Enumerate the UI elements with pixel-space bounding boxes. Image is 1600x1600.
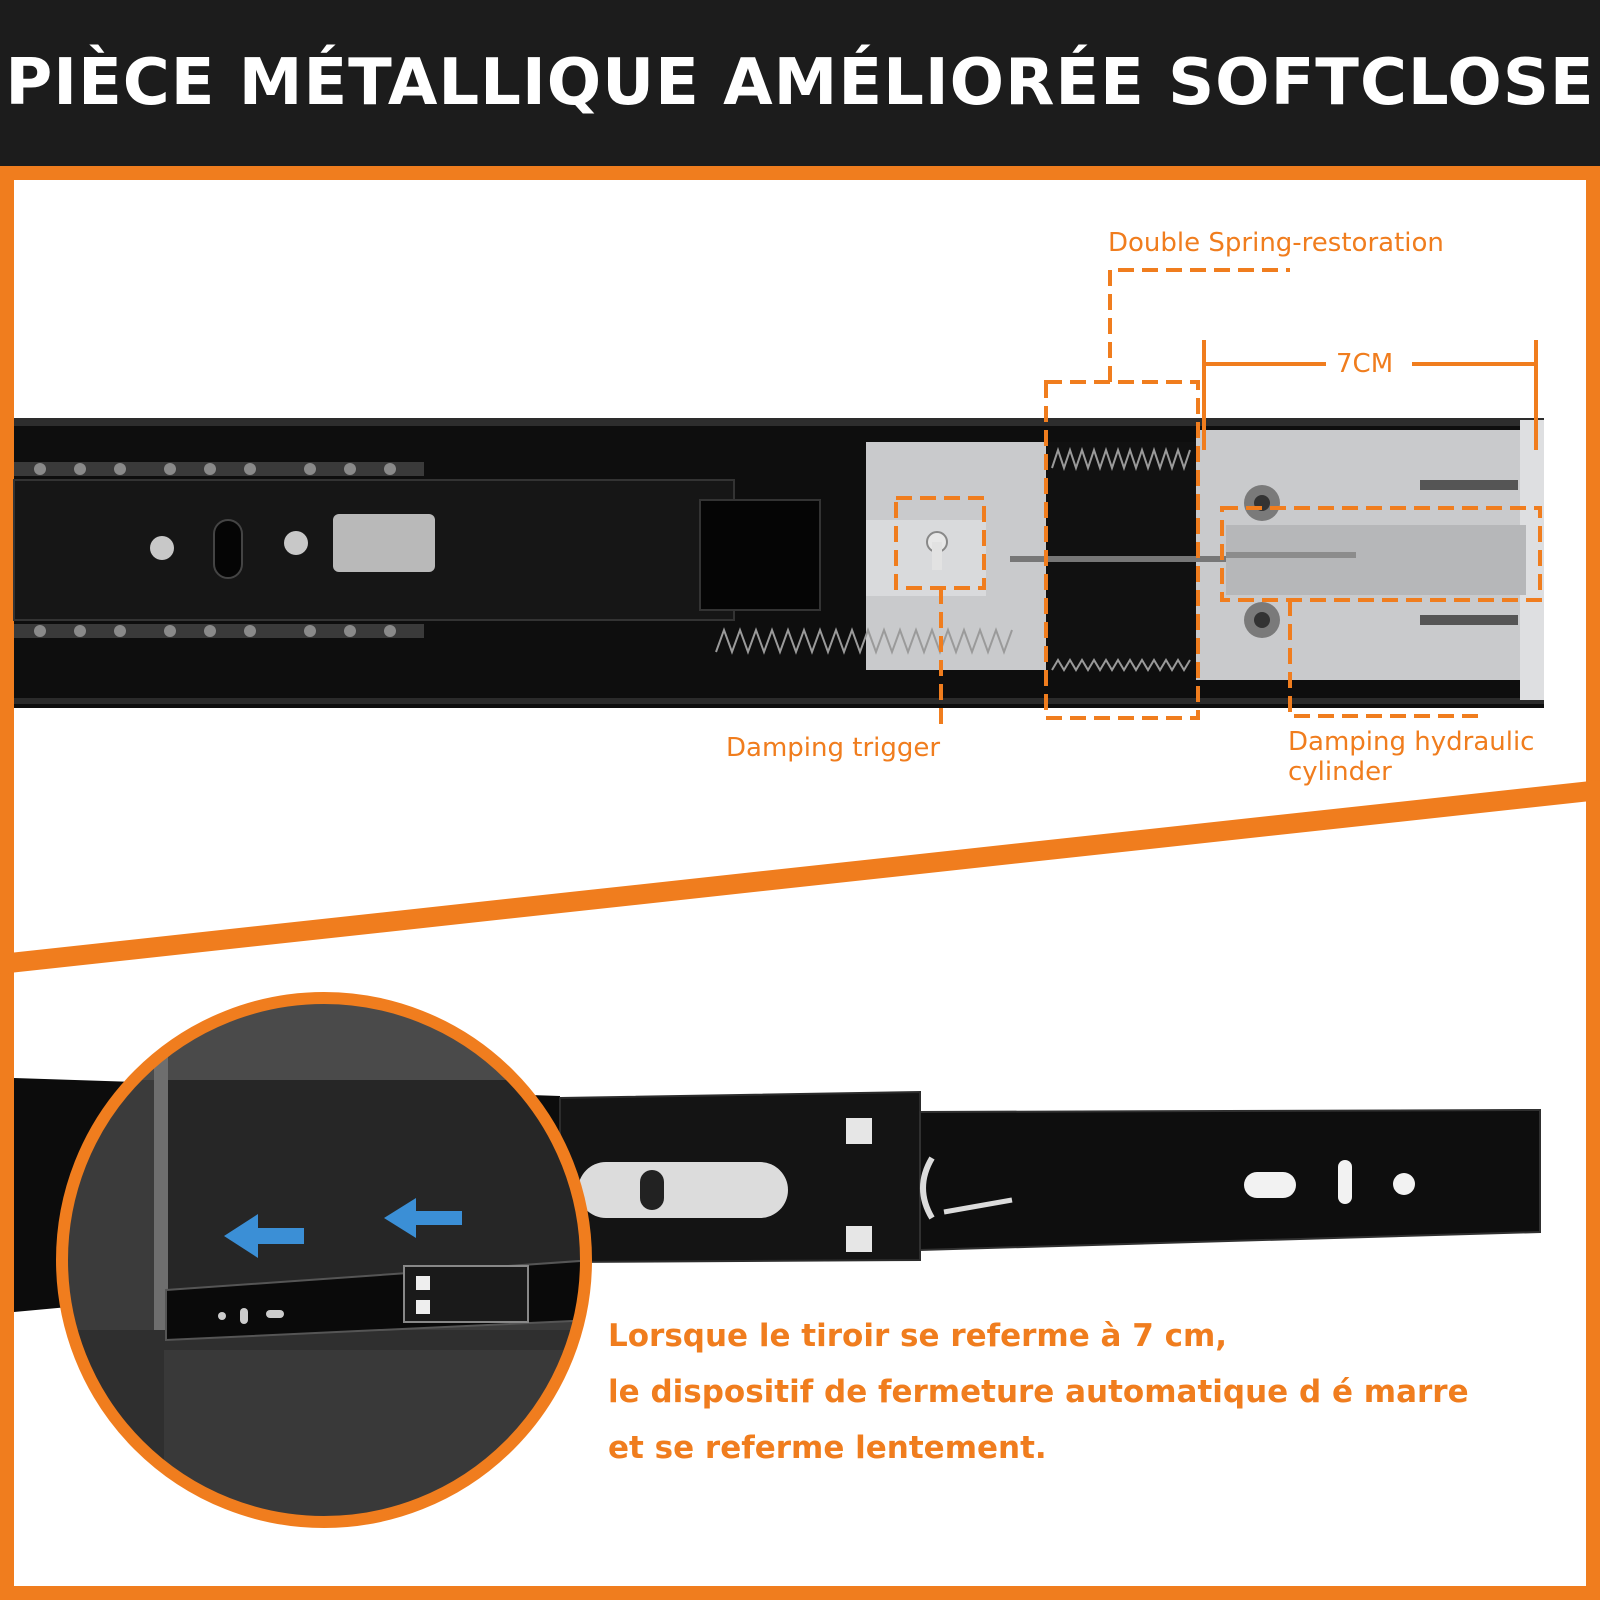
- spring-bottom: [715, 627, 1013, 655]
- ball-bearings-top: [14, 462, 424, 476]
- label-damping-cylinder-1: Damping hydraulic: [1288, 727, 1535, 757]
- screw-hole: [284, 531, 308, 555]
- caption-text: Lorsque le tiroir se referme à 7 cm, le …: [608, 1308, 1588, 1476]
- metal-tab: [333, 514, 435, 572]
- caption-line-3: et se referme lentement.: [608, 1430, 1047, 1466]
- spring-top: [1051, 446, 1191, 672]
- label-7cm: 7CM: [1336, 349, 1394, 379]
- piston-rod: [1010, 556, 1226, 562]
- orange-frame: [0, 166, 1600, 1600]
- slot-hole: [213, 519, 243, 579]
- ball-bearings-bottom: [14, 624, 424, 638]
- cylinder-highlight-box: [1220, 506, 1542, 602]
- arrow-left-icon: [384, 1198, 462, 1238]
- label-double-spring: Double Spring-restoration: [1108, 228, 1444, 258]
- arrow-left-icon: [224, 1214, 304, 1258]
- header-bar: PIÈCE MÉTALLIQUE AMÉLIORÉE SOFTCLOSE: [0, 0, 1600, 166]
- page-title: PIÈCE MÉTALLIQUE AMÉLIORÉE SOFTCLOSE: [5, 46, 1595, 120]
- caption-line-2: le dispositif de fermeture automatique d…: [608, 1374, 1469, 1410]
- caption-line-1: Lorsque le tiroir se referme à 7 cm,: [608, 1318, 1228, 1354]
- screw-hole: [150, 536, 174, 560]
- zoom-inset-circle: [56, 992, 592, 1528]
- spring-highlight-box: [1044, 380, 1200, 720]
- label-damping-cylinder-2: cylinder: [1288, 757, 1392, 787]
- label-damping-trigger: Damping trigger: [726, 733, 941, 763]
